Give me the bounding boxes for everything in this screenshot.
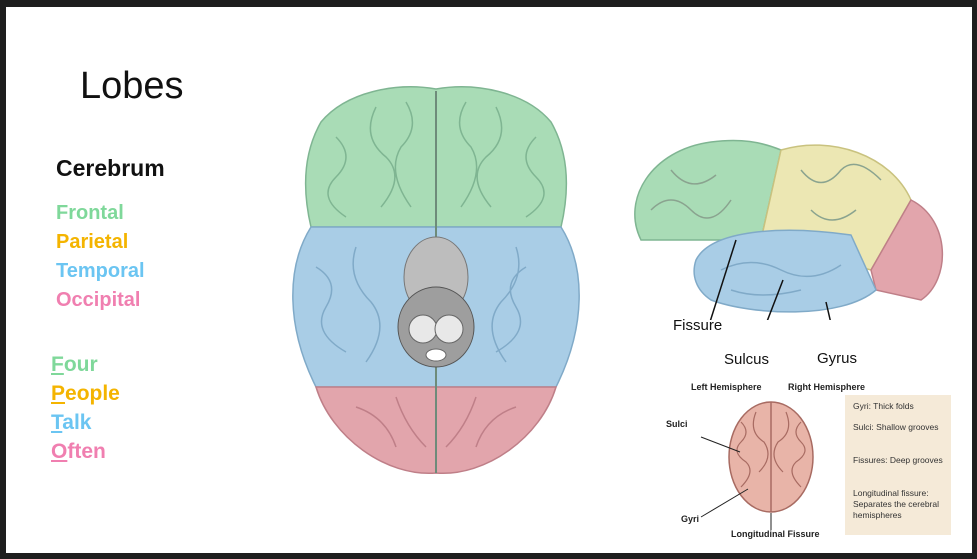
longitudinal-fissure-label: Longitudinal Fissure xyxy=(731,529,820,539)
cerebrum-heading: Cerebrum xyxy=(56,155,165,181)
note-longitudinal-fissure: Longitudinal fissure: Separates the cere… xyxy=(853,488,939,520)
mnemonic-often: Often xyxy=(51,440,106,463)
note-sulci: Sulci: Shallow grooves xyxy=(853,422,939,432)
hemisphere-notes-panel: Gyri: Thick folds Sulci: Shallow grooves… xyxy=(845,395,951,535)
lobe-parietal: Parietal xyxy=(56,231,129,253)
lobe-occipital: Occipital xyxy=(56,289,141,311)
mnemonic-people: People xyxy=(51,382,120,405)
right-hemisphere-label: Right Hemisphere xyxy=(788,382,866,392)
label-sulcus: Sulcus xyxy=(724,351,770,368)
mnemonic-talk: Talk xyxy=(51,411,92,434)
lobe-frontal: Frontal xyxy=(56,202,124,224)
mnemonic-four: Four xyxy=(51,353,98,376)
inferior-brain-illustration xyxy=(292,86,580,474)
hemispheres-illustration xyxy=(700,401,814,530)
slide-title: Lobes xyxy=(80,65,184,107)
sulci-label: Sulci xyxy=(666,419,688,429)
slide: Lobes Cerebrum Frontal Parietal Temporal… xyxy=(6,7,972,553)
gyri-label: Gyri xyxy=(681,514,700,524)
note-fissures: Fissures: Deep grooves xyxy=(853,455,943,465)
note-gyri: Gyri: Thick folds xyxy=(853,401,914,411)
left-hemisphere-label: Left Hemisphere xyxy=(691,382,762,392)
lateral-brain-illustration xyxy=(634,139,943,320)
label-fissure: Fissure xyxy=(673,317,723,334)
label-gyrus: Gyrus xyxy=(817,350,858,367)
lobe-temporal: Temporal xyxy=(56,260,145,282)
